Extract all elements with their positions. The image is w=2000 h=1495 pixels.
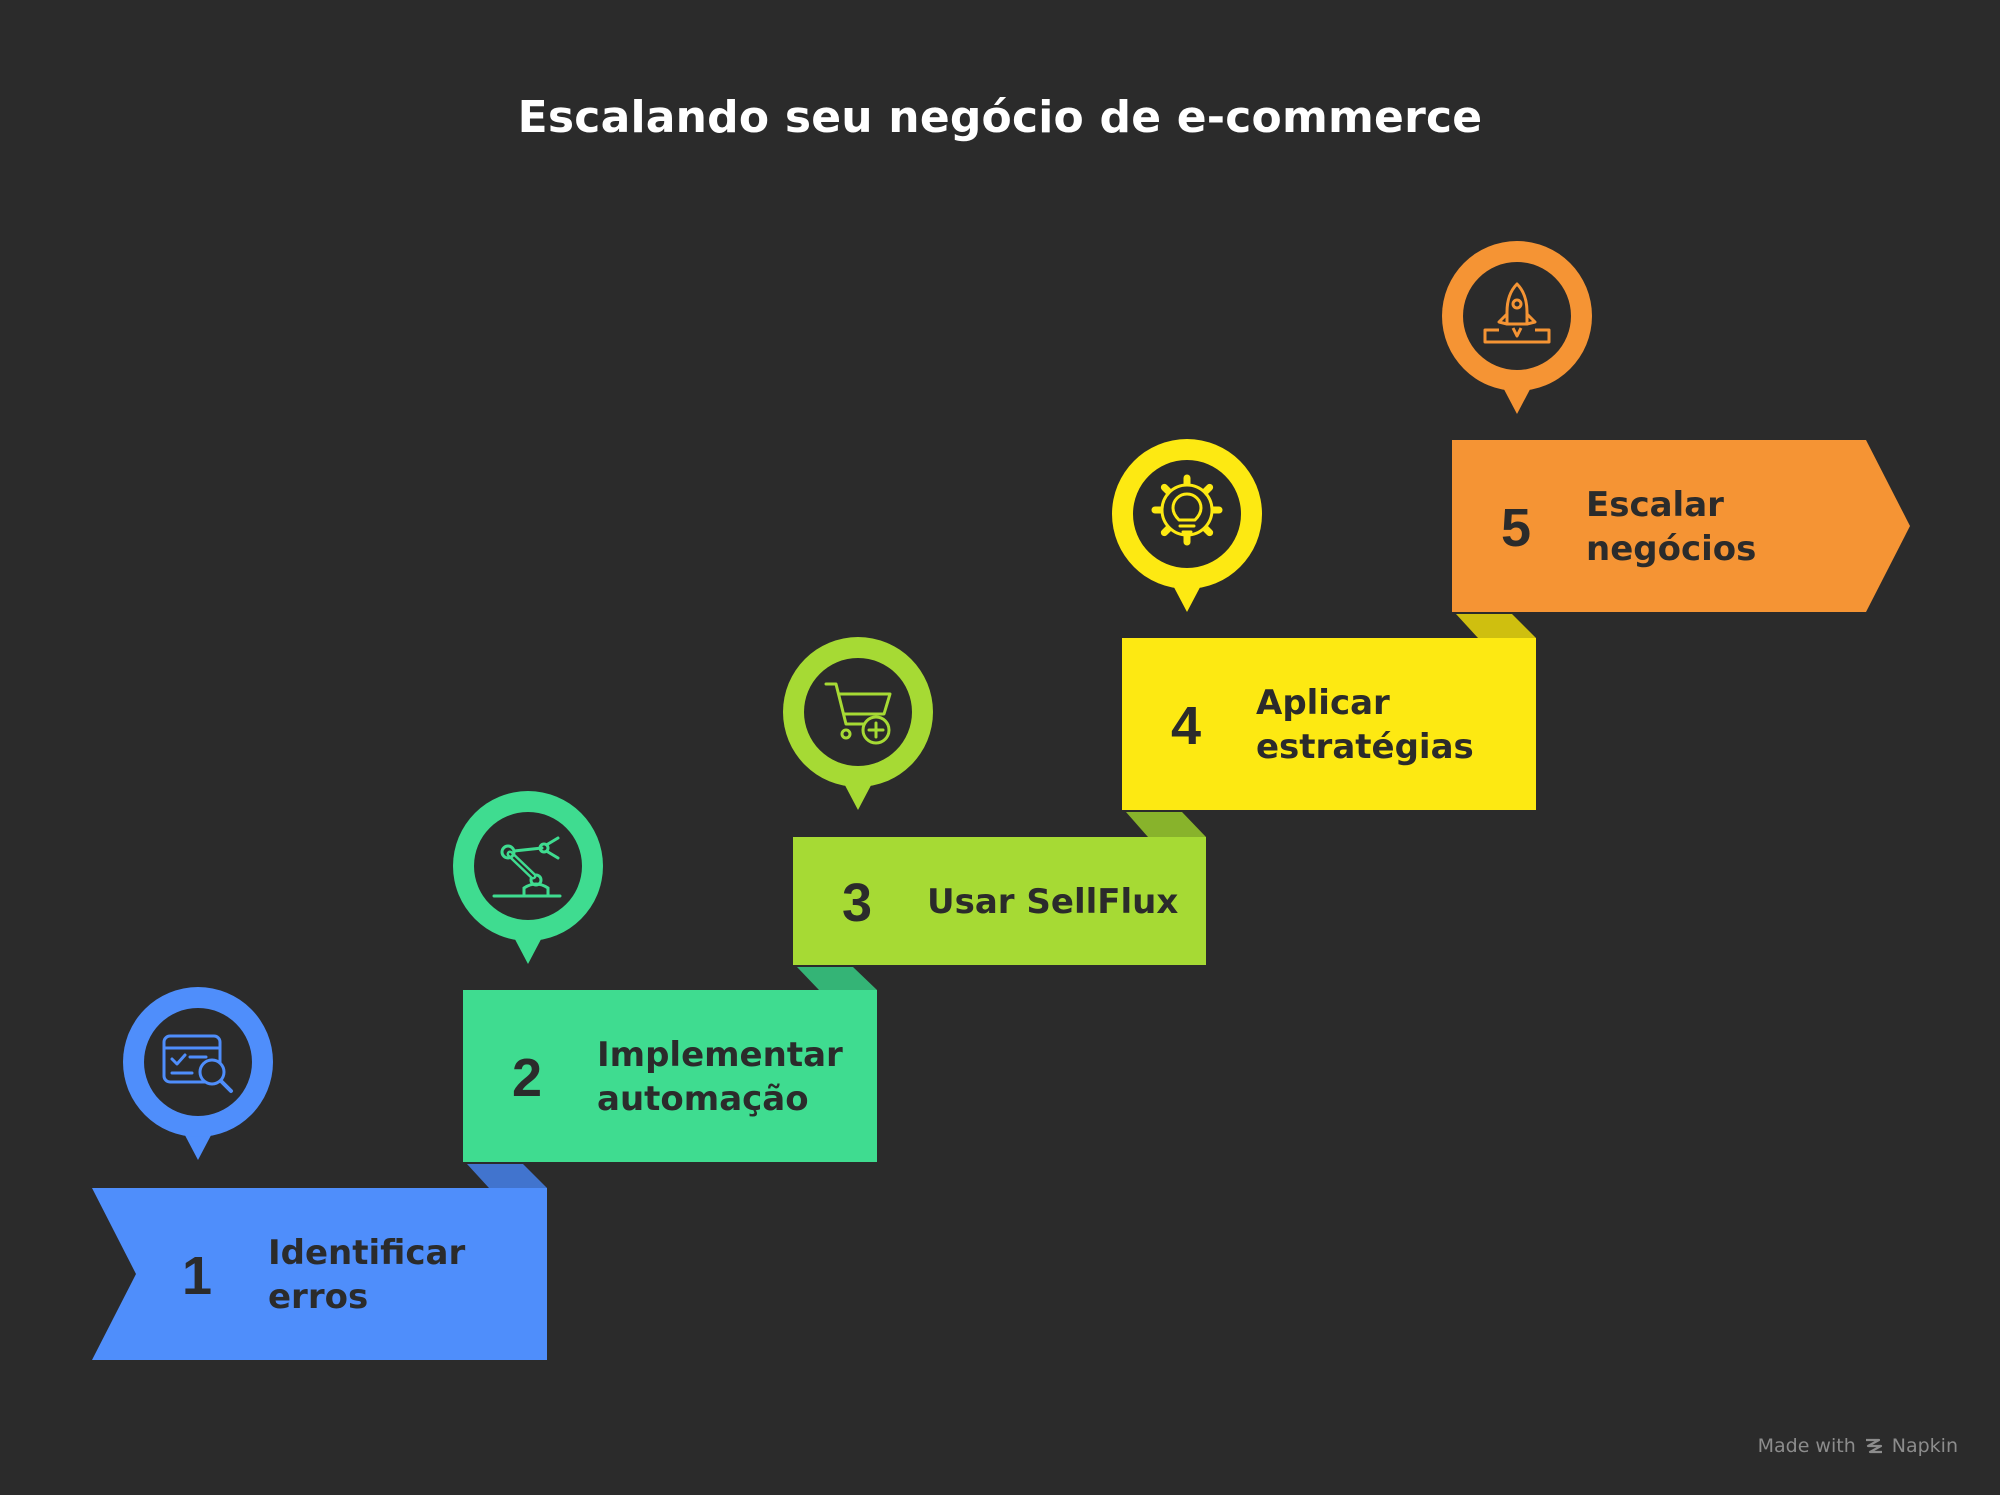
step-number-1: 1: [182, 1246, 212, 1306]
step-label-3: Usar SellFlux: [927, 882, 1178, 922]
step-3: 3 Usar SellFlux: [783, 637, 1206, 965]
step-box-4: [1122, 638, 1536, 810]
step-box-3: [793, 837, 1206, 965]
robotic-arm-icon: [492, 836, 562, 898]
step-label-line: negócios: [1586, 529, 1756, 569]
step-number-4: 4: [1171, 696, 1201, 756]
pin-marker-1: [123, 987, 273, 1160]
footer-attribution: Made with Napkin: [1758, 1435, 1958, 1457]
step-box-1: [92, 1188, 547, 1360]
step-label-line: Implementar: [597, 1035, 843, 1075]
page-title: Escalando seu negócio de e-commerce: [517, 92, 1483, 143]
pin-inner: [474, 812, 582, 920]
step-connector-1: [467, 1164, 547, 1188]
napkin-logo-icon: [1864, 1437, 1884, 1455]
made-with-text: Made with: [1757, 1435, 1856, 1457]
step-label-line: erros: [268, 1277, 368, 1317]
pin-marker-4: [1112, 439, 1262, 612]
gear-lightbulb-icon: [1151, 474, 1223, 546]
step-label-line: Aplicar: [1256, 683, 1390, 723]
step-connector-2: [797, 967, 877, 990]
pin-marker-5: [1442, 241, 1592, 414]
step-label-line: automação: [597, 1079, 809, 1119]
step-connector-4: [1456, 614, 1536, 638]
step-label-line: Escalar: [1586, 485, 1724, 525]
step-number-3: 3: [842, 873, 872, 933]
step-number-2: 2: [512, 1048, 542, 1108]
step-box-5: [1452, 440, 1910, 612]
checklist-search-icon: [162, 1034, 233, 1093]
pin-inner: [1463, 262, 1571, 370]
pin-inner: [804, 658, 912, 766]
step-label-line: Usar SellFlux: [927, 882, 1178, 922]
step-label-line: Identificar: [268, 1233, 465, 1273]
rocket-launch-icon: [1483, 282, 1551, 344]
step-connector-3: [1126, 812, 1206, 837]
pin-marker-3: [783, 637, 933, 810]
step-label-line: estratégias: [1256, 727, 1474, 767]
step-number-5: 5: [1501, 498, 1531, 558]
pin-inner: [144, 1008, 252, 1116]
pin-marker-2: [453, 791, 603, 964]
step-box-2: [463, 990, 877, 1162]
cart-plus-icon: [824, 682, 892, 745]
napkin-brand-text: Napkin: [1891, 1435, 1958, 1457]
